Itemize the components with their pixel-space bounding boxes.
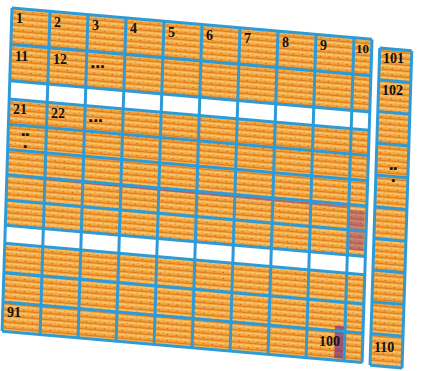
- plot-number: 21: [13, 103, 27, 117]
- plot-number: 6: [206, 29, 213, 43]
- plot-border: [2, 8, 372, 363]
- ellipsis-dots: ▪▪▪: [89, 115, 104, 126]
- ellipsis-dots: ▪▪▪: [20, 128, 31, 152]
- ellipsis-dots: ▪▪▪: [91, 61, 106, 72]
- plot-number: 8: [282, 36, 289, 50]
- plot-number: 1: [16, 12, 23, 26]
- plot-number: 2: [54, 16, 61, 30]
- plot-number: 5: [168, 26, 175, 40]
- plot-border: [370, 48, 412, 368]
- plot-number: 9: [320, 39, 327, 53]
- side-strip: [370, 48, 412, 368]
- plot-border: [2, 8, 372, 363]
- plot-number: 10: [356, 42, 369, 55]
- plot-number: 102: [382, 84, 403, 98]
- plot-number: 12: [53, 53, 67, 67]
- plot-number: 4: [130, 22, 137, 36]
- plot-number: 3: [92, 19, 99, 33]
- plot-number: 7: [244, 32, 251, 46]
- plot-number: 100: [319, 335, 340, 349]
- plot-number: 110: [374, 341, 394, 355]
- plot-number: 11: [15, 50, 28, 64]
- plot-number: 91: [7, 306, 21, 320]
- plot-number: 101: [383, 52, 404, 66]
- plot-number: 22: [51, 107, 65, 121]
- main-field: [2, 8, 372, 363]
- ellipsis-dots: ▪▪▪: [388, 162, 399, 186]
- plot-grid: [2, 8, 412, 368]
